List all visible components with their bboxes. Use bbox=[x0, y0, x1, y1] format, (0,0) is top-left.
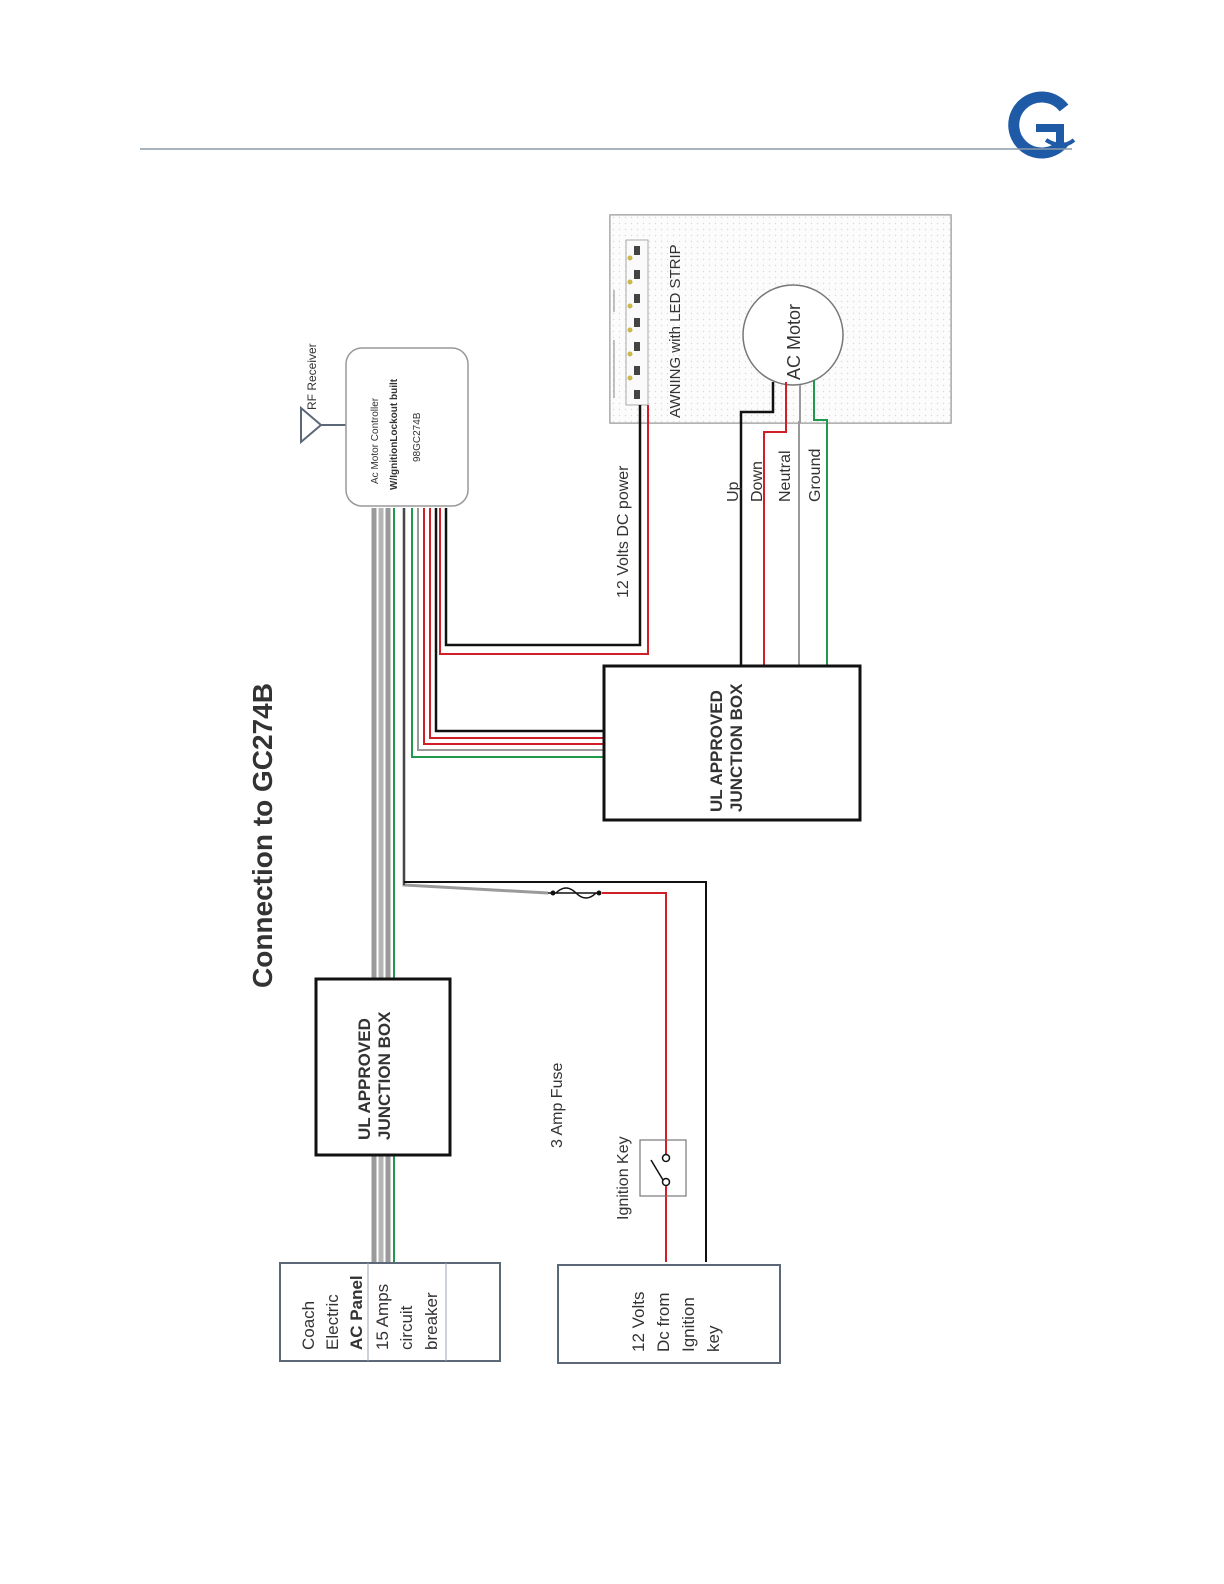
motor-wires bbox=[739, 380, 828, 666]
controller-line1: Ac Motor Controller bbox=[370, 397, 381, 484]
ignition-red-wire bbox=[602, 892, 667, 1262]
dc-source-line3: Ignition bbox=[679, 1297, 698, 1352]
dc-source-box bbox=[557, 1264, 781, 1364]
controller-to-junction-wires bbox=[411, 508, 604, 758]
fuse-icon bbox=[550, 887, 602, 899]
ignition-key-label: Ignition Key bbox=[615, 1136, 632, 1220]
ac-panel-line6: breaker bbox=[422, 1292, 441, 1350]
wire-label-ground: Ground bbox=[807, 449, 824, 502]
controller-line3: 98GC274B bbox=[412, 412, 423, 462]
awning-label: AWNING with LED STRIP bbox=[667, 244, 684, 418]
ignition-black-wire bbox=[404, 881, 707, 1262]
wire-label-neutral: Neutral bbox=[777, 450, 794, 502]
ac-panel-box bbox=[279, 1262, 501, 1362]
junction-box-motor-line1: UL APPROVED bbox=[707, 690, 726, 812]
ignition-key-switch bbox=[639, 1139, 687, 1197]
dc-power-label: 12 Volts DC power bbox=[615, 465, 632, 598]
diagram-title: Connection to GC274B bbox=[247, 683, 278, 988]
ac-motor-label: AC Motor bbox=[784, 304, 804, 380]
ac-panel-line5: circuit bbox=[397, 1305, 416, 1350]
motor-controller bbox=[345, 347, 469, 507]
dc-source-line4: key bbox=[704, 1325, 723, 1352]
ac-panel-line2: Electric bbox=[323, 1294, 342, 1350]
company-logo bbox=[1008, 91, 1076, 159]
junction-box-motor-line2: JUNCTION BOX bbox=[727, 683, 746, 812]
rf-receiver-label: RF Receiver bbox=[305, 343, 319, 410]
fuse-label: 3 Amp Fuse bbox=[549, 1063, 566, 1148]
dc-source-line2: Dc from bbox=[654, 1293, 673, 1353]
junction-box-panel bbox=[314, 977, 452, 1157]
junction-box-panel-line2: JUNCTION BOX bbox=[375, 1011, 394, 1140]
ac-panel-line1: Coach bbox=[299, 1301, 318, 1350]
ac-motor bbox=[742, 284, 844, 386]
ac-panel-line4: 15 Amps bbox=[373, 1284, 392, 1350]
junction-box-panel-line1: UL APPROVED bbox=[355, 1018, 374, 1140]
dc-source-line1: 12 Volts bbox=[629, 1292, 648, 1353]
wire-label-up: Up bbox=[725, 481, 742, 502]
led-strip bbox=[613, 239, 649, 406]
wire-label-down: Down bbox=[749, 461, 766, 502]
junction-box-motor bbox=[602, 664, 862, 822]
rf-antenna-icon bbox=[300, 405, 346, 445]
controller-line2: W/IgnitionLockout built bbox=[389, 378, 400, 490]
dc-power-wires bbox=[439, 405, 649, 655]
ac-panel-line3: AC Panel bbox=[347, 1275, 366, 1350]
ignition-feed-wire bbox=[402, 508, 600, 895]
